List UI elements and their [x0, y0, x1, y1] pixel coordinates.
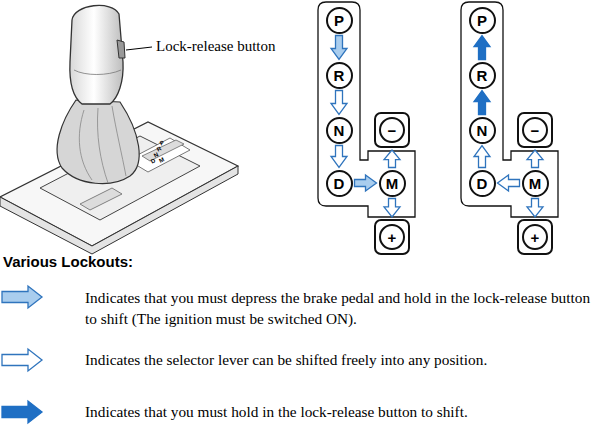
gear-letter: D — [477, 176, 488, 191]
part-label: Lock-release button — [156, 38, 276, 55]
gear-position-circle: N — [326, 117, 353, 144]
shift-boot — [57, 100, 139, 184]
legend-text: Indicates that you must depress the brak… — [85, 287, 595, 329]
gear-position-circle: M — [522, 170, 549, 197]
gear-letter: M — [529, 176, 542, 191]
gear-position-circle: N — [469, 117, 496, 144]
gear-letter: N — [334, 123, 345, 138]
gear-position-circle: D — [469, 170, 496, 197]
shift-button-box: + — [517, 219, 553, 255]
shift-arrow — [384, 150, 400, 168]
shift-knob — [70, 5, 123, 104]
legend-arrow-swatch — [2, 401, 42, 423]
gear-position-circle: R — [469, 62, 496, 89]
legend-arrow-swatch — [2, 286, 42, 308]
gear-letter: − — [531, 123, 540, 138]
legend-arrow-swatch — [2, 349, 42, 371]
gear-letter: − — [388, 123, 397, 138]
shift-arrow — [355, 175, 377, 191]
shift-arrow — [474, 146, 490, 168]
boot-fold — [79, 106, 126, 183]
shift-arrow — [527, 199, 543, 218]
shift-gate — [318, 2, 415, 217]
legend-text: Indicates that you must hold in the lock… — [85, 401, 595, 422]
gear-position-circle: D — [326, 170, 353, 197]
shift-arrow — [384, 199, 400, 218]
shift-arrow — [527, 150, 543, 168]
leader-line — [126, 47, 152, 50]
shift-arrow — [331, 91, 347, 115]
gear-position-circle: R — [326, 62, 353, 89]
shift-arrow — [498, 175, 520, 191]
shift-arrow — [474, 91, 490, 115]
gear-position-circle: P — [469, 7, 496, 34]
legend-heading: Various Lockouts: — [3, 253, 133, 270]
gear-letter: + — [388, 230, 397, 245]
legend-text: Indicates the selector lever can be shif… — [85, 349, 595, 370]
shift-button-box: + — [374, 219, 410, 255]
shift-button-box: − — [517, 112, 553, 148]
shift-gate — [461, 2, 558, 217]
gear-letter: + — [531, 230, 540, 245]
shift-arrow — [474, 36, 490, 60]
gear-position-circle: P — [326, 7, 353, 34]
button-plate — [80, 188, 122, 210]
knob-trim — [74, 70, 121, 75]
gear-letter: D — [334, 176, 345, 191]
gear-letter: R — [477, 68, 488, 83]
shift-arrow — [331, 36, 347, 60]
shift-button-box: − — [374, 112, 410, 148]
shift-arrow — [331, 146, 347, 168]
gear-position-circle: M — [379, 170, 406, 197]
gear-letter: R — [334, 68, 345, 83]
legend-swatches — [0, 0, 60, 434]
gear-letter: P — [477, 13, 487, 28]
gear-letter: M — [386, 176, 399, 191]
lock-release-button — [117, 40, 125, 58]
gear-letter: N — [477, 123, 488, 138]
gear-letter: P — [334, 13, 344, 28]
